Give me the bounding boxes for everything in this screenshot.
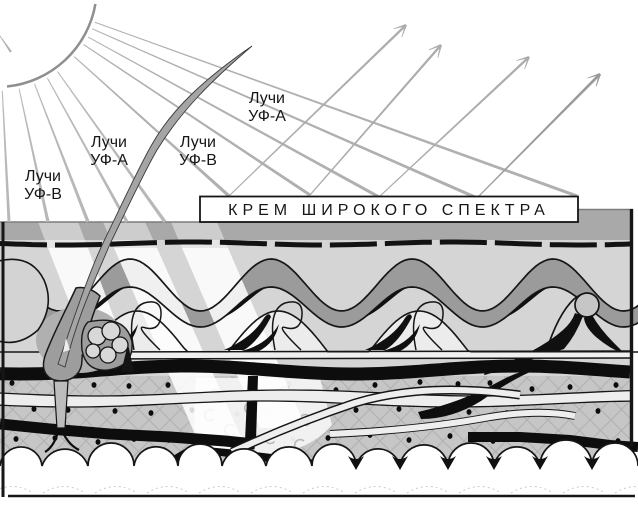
svg-text:Лучи: Лучи (91, 134, 127, 151)
svg-text:УФ-В: УФ-В (24, 186, 62, 203)
svg-text:УФ-А: УФ-А (90, 152, 128, 169)
svg-text:Лучи: Лучи (249, 90, 285, 107)
svg-text:УФ-А: УФ-А (248, 108, 286, 125)
svg-text:Лучи: Лучи (25, 168, 61, 185)
svg-text:Лучи: Лучи (180, 134, 216, 151)
svg-text:КРЕМ ШИРОКОГО СПЕКТРА: КРЕМ ШИРОКОГО СПЕКТРА (228, 202, 550, 219)
svg-text:УФ-В: УФ-В (179, 152, 217, 169)
